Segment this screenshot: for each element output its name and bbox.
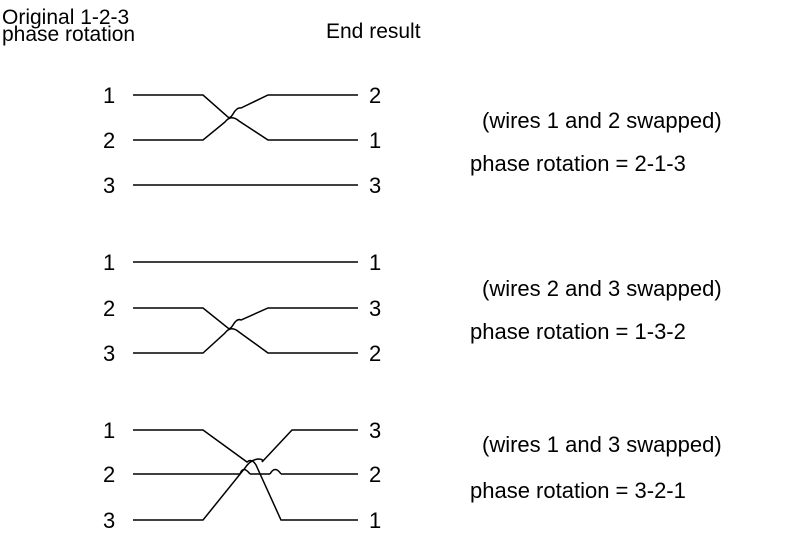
diagram-3-right-label-2: 2 bbox=[369, 462, 382, 487]
diagram-1-wires bbox=[133, 94, 358, 186]
end-result-header: End result bbox=[326, 20, 421, 43]
diagram-3-wire-3 bbox=[133, 429, 358, 521]
diagram-2-wires bbox=[133, 261, 358, 354]
diagram-1-right-label-1: 2 bbox=[369, 83, 382, 108]
diagram-1-right-label-2: 1 bbox=[369, 128, 382, 153]
diagram-1-left-label-3: 3 bbox=[103, 173, 116, 198]
diagram-3-left-label-1: 1 bbox=[103, 418, 116, 443]
diagram-1-wire-2 bbox=[133, 117, 358, 141]
diagram-2-left-label-1: 1 bbox=[103, 250, 116, 275]
original-header-line1: Original 1-2-3 bbox=[2, 6, 130, 29]
diagram-1-note: (wires 1 and 2 swapped) bbox=[482, 108, 722, 133]
diagram-3-left-label-3: 3 bbox=[103, 508, 116, 533]
diagram-2-wire-2 bbox=[133, 307, 358, 330]
diagram-3-wires bbox=[133, 429, 358, 521]
diagram-1-left-label-1: 1 bbox=[103, 83, 116, 108]
diagram-2-left-label-3: 3 bbox=[103, 341, 116, 366]
diagram-2-rotation: phase rotation = 1-3-2 bbox=[470, 319, 686, 344]
diagram-2-note: (wires 2 and 3 swapped) bbox=[482, 276, 722, 301]
diagram-2-left-label-2: 2 bbox=[103, 296, 116, 321]
diagram-3-wire-2-hop-2 bbox=[269, 468, 282, 475]
diagram-3-rotation: phase rotation = 3-2-1 bbox=[470, 478, 686, 503]
diagram-3-right-label-3: 1 bbox=[369, 508, 382, 533]
diagram-1-right-label-3: 3 bbox=[369, 173, 382, 198]
diagram-2-right-label-1: 1 bbox=[369, 250, 382, 275]
diagram-1-wire-1 bbox=[133, 94, 358, 119]
diagram-2-wire-3 bbox=[133, 328, 358, 354]
diagram-2-right-label-2: 3 bbox=[369, 296, 382, 321]
diagram-1-left-label-2: 2 bbox=[103, 128, 116, 153]
diagram-3-right-label-1: 3 bbox=[369, 418, 382, 443]
diagram-1-rotation: phase rotation = 2-1-3 bbox=[470, 151, 686, 176]
original-header-line2: phase rotation bbox=[2, 23, 136, 46]
diagram-2-right-label-3: 2 bbox=[369, 341, 382, 366]
diagram-3-wire-1 bbox=[133, 429, 358, 521]
diagram-3-note: (wires 1 and 3 swapped) bbox=[482, 432, 722, 457]
diagram-3-left-label-2: 2 bbox=[103, 462, 116, 487]
